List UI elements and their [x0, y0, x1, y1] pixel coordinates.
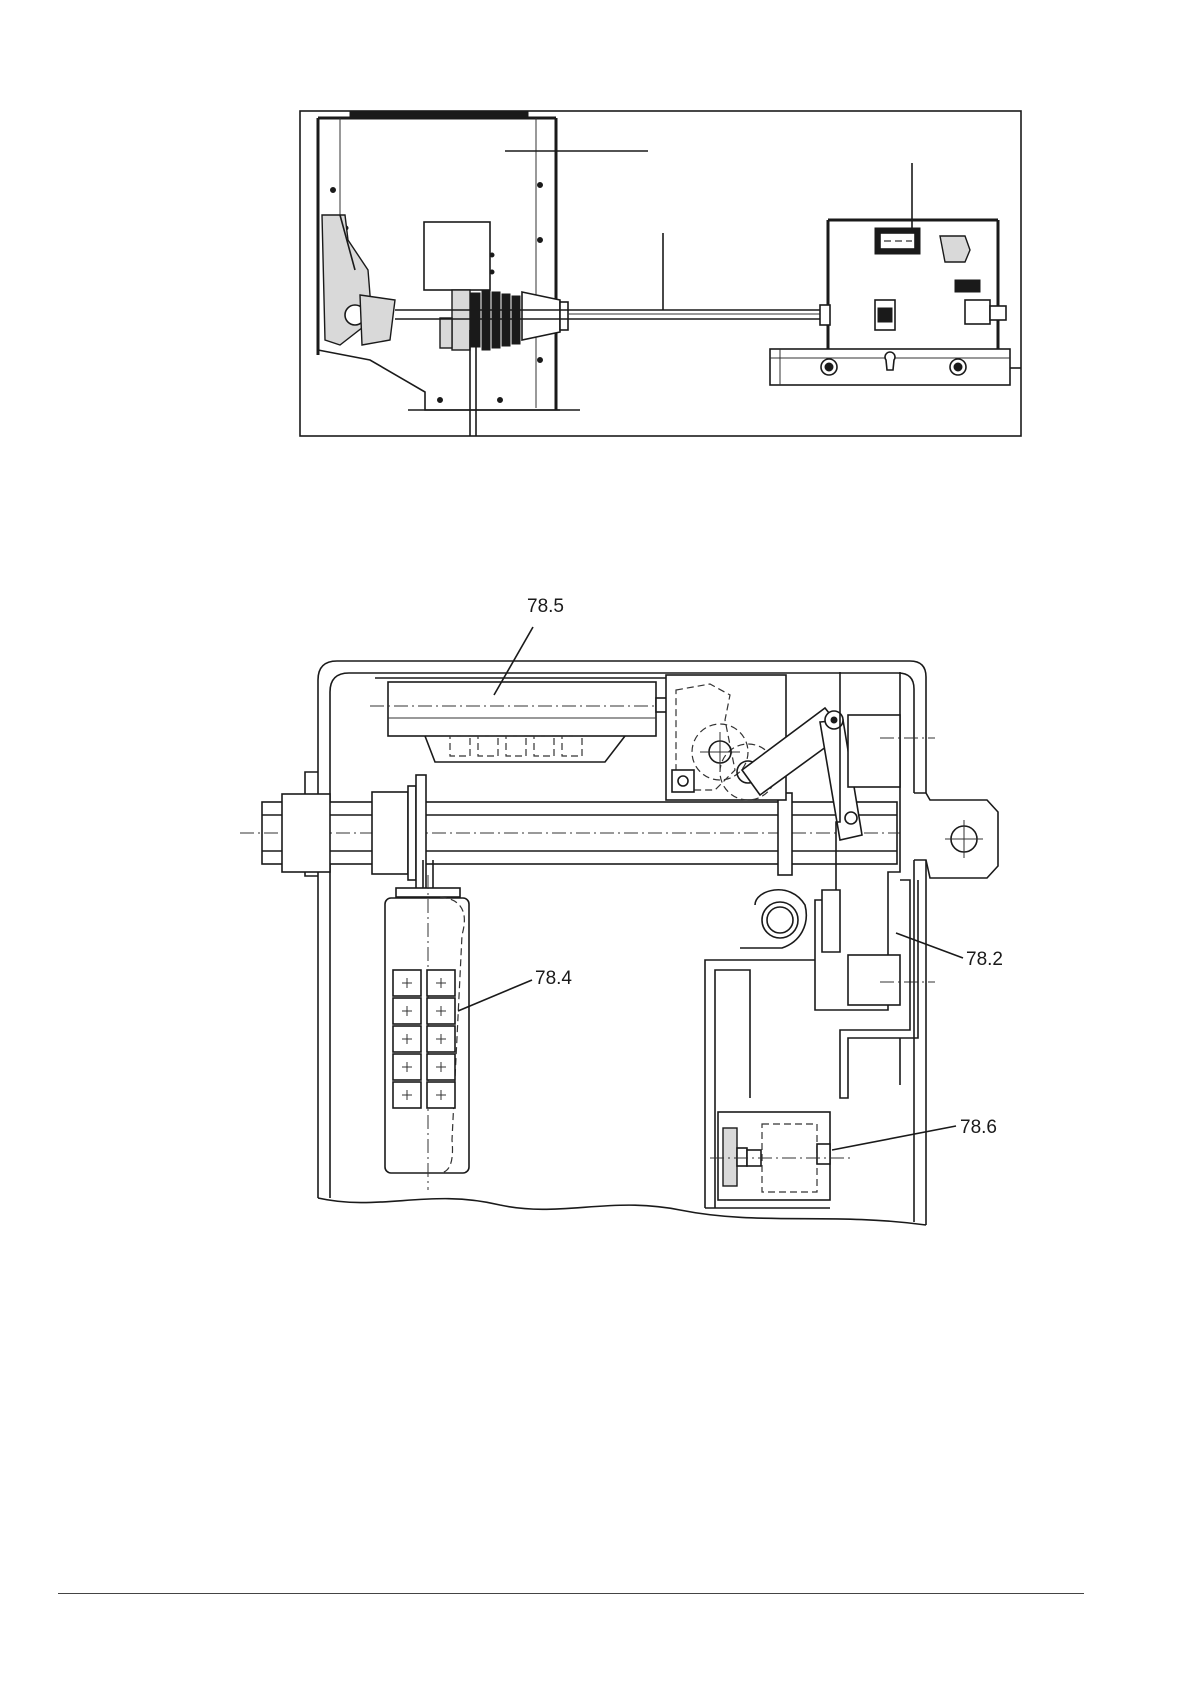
footer-rule [58, 1593, 1084, 1594]
label-78-4: 78.4 [535, 968, 572, 989]
component-78-6 [710, 1112, 850, 1200]
leader-78-2 [896, 933, 963, 958]
leader-78-6 [832, 1126, 956, 1150]
mounting-tab [914, 793, 998, 878]
label-78-2: 78.2 [966, 949, 1003, 970]
component-78-4 [385, 860, 469, 1190]
pivot-boss [740, 890, 806, 948]
main-shaft [240, 775, 900, 891]
label-78-5: 78.5 [527, 596, 564, 617]
component-78-5 [370, 678, 700, 762]
label-78-6: 78.6 [960, 1117, 997, 1138]
